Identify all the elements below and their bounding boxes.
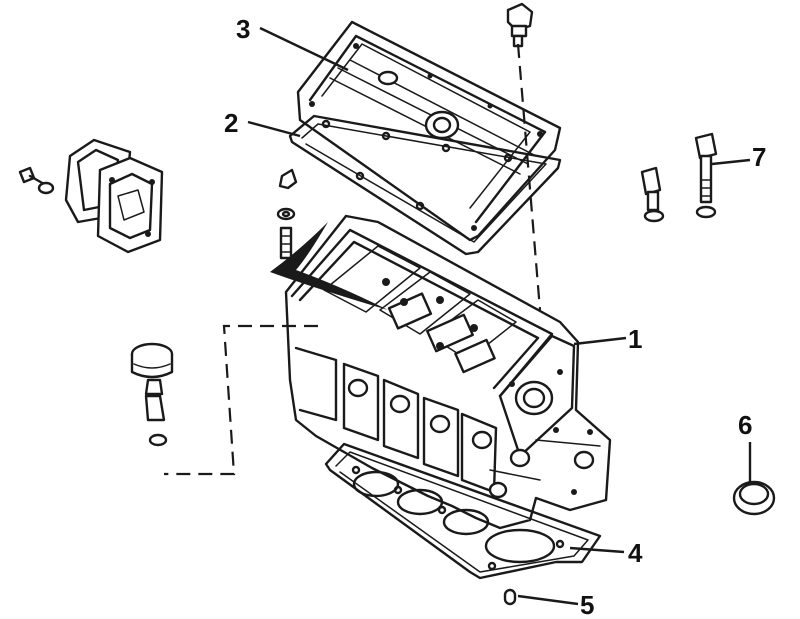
head-gasket xyxy=(324,442,602,580)
callout-2: 2 xyxy=(224,108,238,138)
head-stud xyxy=(276,168,298,260)
leader-lines xyxy=(247,26,752,606)
assembly-line-fitting xyxy=(516,43,542,311)
head-bolts xyxy=(640,132,718,223)
callout-5: 5 xyxy=(580,590,594,619)
callout-6: 6 xyxy=(738,410,752,440)
pointer-wedge xyxy=(270,222,388,310)
oil-seal xyxy=(732,480,776,516)
callout-4: 4 xyxy=(628,538,643,568)
callout-1: 1 xyxy=(628,324,642,354)
sender-plug xyxy=(130,342,174,447)
callout-7: 7 xyxy=(752,142,766,172)
cover-fitting xyxy=(506,2,534,48)
rocker-cover xyxy=(296,20,562,242)
dowel-pin xyxy=(503,588,517,606)
side-cover-assembly xyxy=(18,138,164,254)
assembly-line-plug xyxy=(164,324,318,476)
cylinder-head xyxy=(284,214,612,530)
callout-3: 3 xyxy=(236,14,250,44)
rocker-cover-gasket xyxy=(288,114,562,256)
